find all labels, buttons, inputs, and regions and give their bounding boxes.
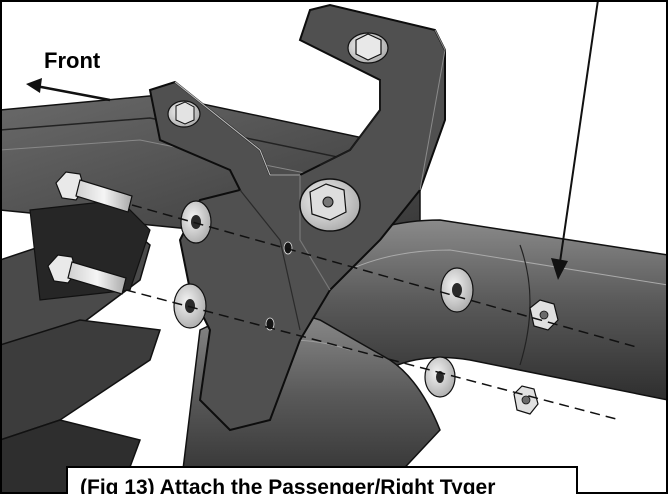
alignment-lines xyxy=(125,204,641,421)
figure-caption: (Fig 13) Attach the Passenger/Right Tyge… xyxy=(66,466,578,494)
bracket-hole-upper xyxy=(283,241,293,255)
front-direction-label: Front xyxy=(44,48,101,73)
upper-left-bolt xyxy=(167,100,201,128)
upper-carriage-bolt xyxy=(55,171,133,213)
loose-nut xyxy=(513,385,539,415)
lower-bracket-washer xyxy=(173,283,207,329)
leader-arrow-icon xyxy=(551,0,599,280)
tube-washer xyxy=(440,267,474,313)
lower-carriage-bolt xyxy=(47,254,127,295)
top-bolt xyxy=(347,32,389,64)
upper-bracket-washer xyxy=(180,200,212,244)
front-arrow-icon xyxy=(26,78,111,102)
bracket-nut xyxy=(299,178,361,232)
loose-washer xyxy=(424,356,456,398)
